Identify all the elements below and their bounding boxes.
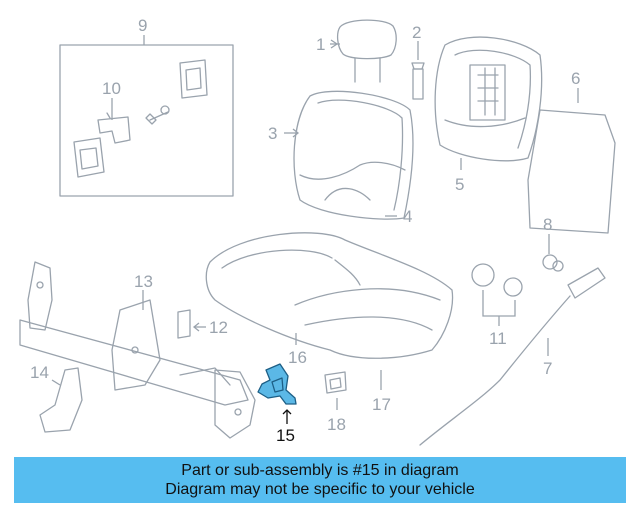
headrest <box>330 19 397 83</box>
seat-back <box>284 90 414 220</box>
release-cable <box>419 267 606 446</box>
callout-4: 4 <box>403 207 412 226</box>
callout-7: 7 <box>543 359 552 378</box>
callout-9: 9 <box>138 16 147 35</box>
callout-8: 8 <box>543 215 552 234</box>
highlighted-part-15[interactable] <box>257 363 297 424</box>
clip <box>542 234 564 272</box>
callout-3: 3 <box>268 124 277 143</box>
info-banner: Part or sub-assembly is #15 in diagram D… <box>14 457 626 503</box>
seat-cushion <box>205 232 454 390</box>
banner-line-1: Part or sub-assembly is #15 in diagram <box>181 462 459 479</box>
callout-18: 18 <box>327 415 346 434</box>
callout-10: 10 <box>102 79 121 98</box>
callout-2: 2 <box>412 23 421 42</box>
callout-17: 17 <box>372 395 391 414</box>
back-panel <box>527 88 616 234</box>
bracket-12 <box>177 309 206 339</box>
callout-16: 16 <box>288 348 307 367</box>
callout-13: 13 <box>134 272 153 291</box>
seat-frame <box>19 261 256 439</box>
callout-1: 1 <box>316 35 325 54</box>
clip-18 <box>324 371 347 410</box>
hardware-inset <box>59 35 234 197</box>
callout-14: 14 <box>30 363 49 382</box>
callout-11: 11 <box>489 329 507 348</box>
callout-5: 5 <box>455 175 464 194</box>
callout-6: 6 <box>571 69 580 88</box>
callout-12: 12 <box>209 318 228 337</box>
callout-15: 15 <box>276 426 295 445</box>
seat-back-frame <box>434 36 543 170</box>
banner-line-2: Diagram may not be specific to your vehi… <box>165 481 475 498</box>
hinge-14 <box>39 367 83 433</box>
headrest-guide <box>411 41 425 100</box>
caps <box>471 263 523 326</box>
